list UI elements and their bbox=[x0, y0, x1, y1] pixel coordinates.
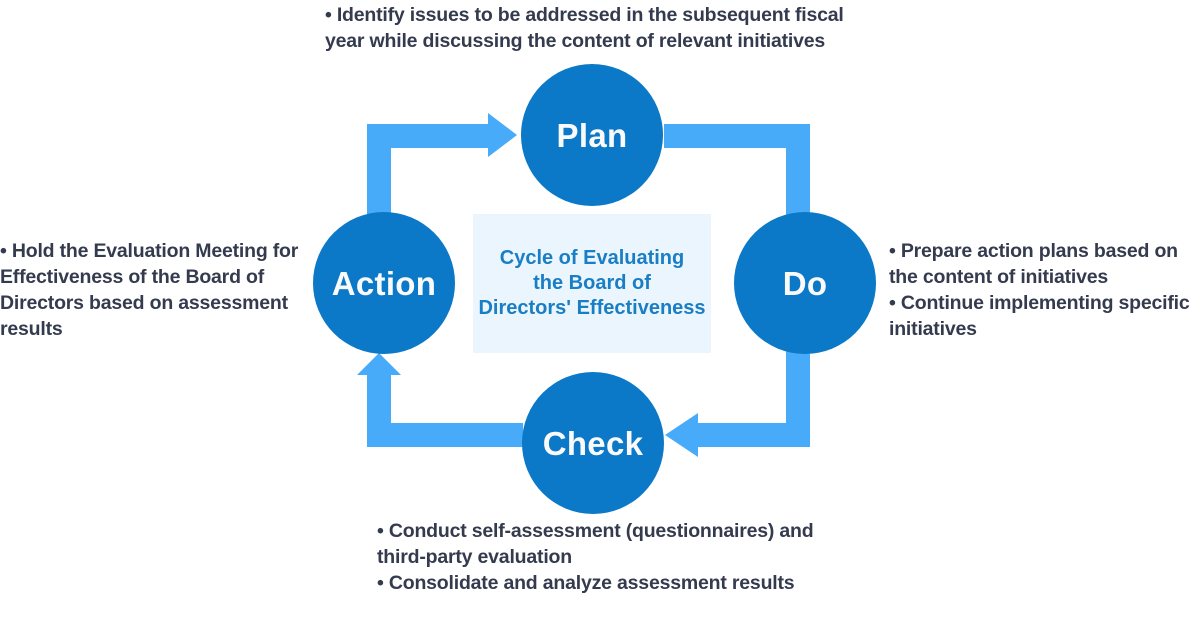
node-action-label: Action bbox=[331, 264, 437, 302]
center-label-box: Cycle of Evaluating the Board of Directo… bbox=[473, 214, 711, 353]
node-do-label: Do bbox=[782, 264, 828, 302]
annotation-check: • Conduct self-assessment (questionnaire… bbox=[377, 520, 814, 594]
node-check[interactable]: Check bbox=[522, 372, 664, 514]
annotation-plan: • Identify issues to be addressed in the… bbox=[325, 4, 849, 52]
center-label-text: Cycle of Evaluating the Board of Directo… bbox=[478, 247, 706, 319]
node-plan-label: Plan bbox=[556, 116, 628, 154]
arrow-check-to-action bbox=[357, 353, 523, 447]
node-plan[interactable]: Plan bbox=[521, 64, 663, 206]
annotation-do: • Prepare action plans based on the cont… bbox=[889, 240, 1190, 340]
node-check-label: Check bbox=[542, 424, 644, 462]
arrow-do-to-check bbox=[665, 330, 810, 457]
annotation-action: • Hold the Evaluation Meeting for Effect… bbox=[0, 240, 304, 340]
node-do[interactable]: Do bbox=[734, 212, 876, 354]
node-action[interactable]: Action bbox=[313, 212, 455, 354]
